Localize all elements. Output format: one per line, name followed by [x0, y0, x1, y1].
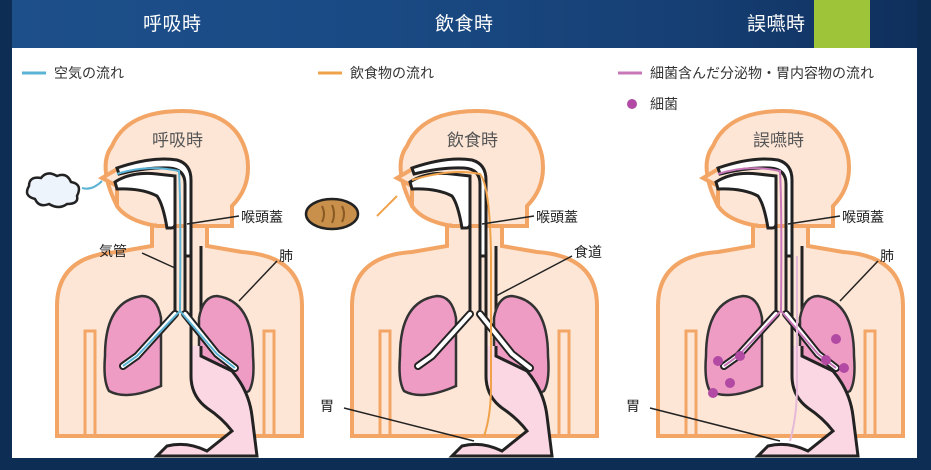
- eating-figure: 飲食時 喉頭蓋 食道 胃: [306, 111, 602, 456]
- header-bar: 呼吸時 飲食時 誤嚥時: [12, 0, 917, 48]
- bacteria-dot: [839, 363, 849, 373]
- header-title-breathing: 呼吸時: [143, 9, 202, 36]
- breathing-epiglottis-label: 喉頭蓋: [241, 210, 283, 226]
- aspiration-head-title: 誤嚥時: [753, 131, 804, 151]
- bacteria-legend-label: 細菌: [650, 97, 678, 113]
- eating-esophagus-label: 食道: [574, 244, 602, 261]
- header-title-aspiration: 誤嚥時: [747, 9, 806, 36]
- bottom-border: [12, 458, 917, 470]
- air-legend-label: 空気の流れ: [54, 66, 124, 82]
- right-border: [917, 0, 931, 470]
- bacteria-dot: [821, 355, 831, 365]
- breathing-head-title: 呼吸時: [152, 131, 203, 151]
- aspiration-stomach-label: 胃: [626, 399, 640, 415]
- diagram-svg: 空気の流れ 飲食物の流れ 細菌含んだ分泌物・胃内容物の流れ 細菌 呼吸時: [12, 48, 917, 458]
- breathing-lung-label: 肺: [279, 249, 293, 265]
- eating-epiglottis-label: 喉頭蓋: [536, 210, 578, 226]
- header-title-eating: 飲食時: [435, 9, 494, 36]
- aspiration-lung-label: 肺: [880, 249, 894, 265]
- bacteria-dot: [831, 334, 841, 344]
- bacteria-dot: [713, 356, 723, 366]
- left-border: [0, 0, 12, 470]
- saliva-legend-label: 細菌含んだ分泌物・胃内容物の流れ: [650, 65, 874, 82]
- aspiration-figure: 誤嚥時 喉頭蓋 肺 胃: [626, 111, 903, 456]
- aspiration-epiglottis-label: 喉頭蓋: [842, 210, 884, 226]
- accent-block: [814, 0, 870, 48]
- bacteria-dot: [735, 351, 745, 361]
- bacteria-legend-dot: [627, 99, 637, 109]
- eating-head-title: 飲食時: [447, 131, 498, 151]
- bacteria-dot: [708, 388, 718, 398]
- diagram-panel: 空気の流れ 飲食物の流れ 細菌含んだ分泌物・胃内容物の流れ 細菌 呼吸時: [12, 48, 917, 458]
- breath-cloud-icon: [27, 173, 79, 207]
- breathing-figure: 呼吸時 喉頭蓋 気管 肺: [27, 111, 302, 456]
- breathing-trachea-label: 気管: [99, 244, 127, 260]
- bread-icon: [306, 199, 358, 229]
- food-legend-label: 飲食物の流れ: [350, 65, 434, 82]
- bacteria-dot: [725, 378, 735, 388]
- eating-stomach-label: 胃: [320, 399, 334, 415]
- legend: 空気の流れ 飲食物の流れ 細菌含んだ分泌物・胃内容物の流れ 細菌: [22, 65, 874, 113]
